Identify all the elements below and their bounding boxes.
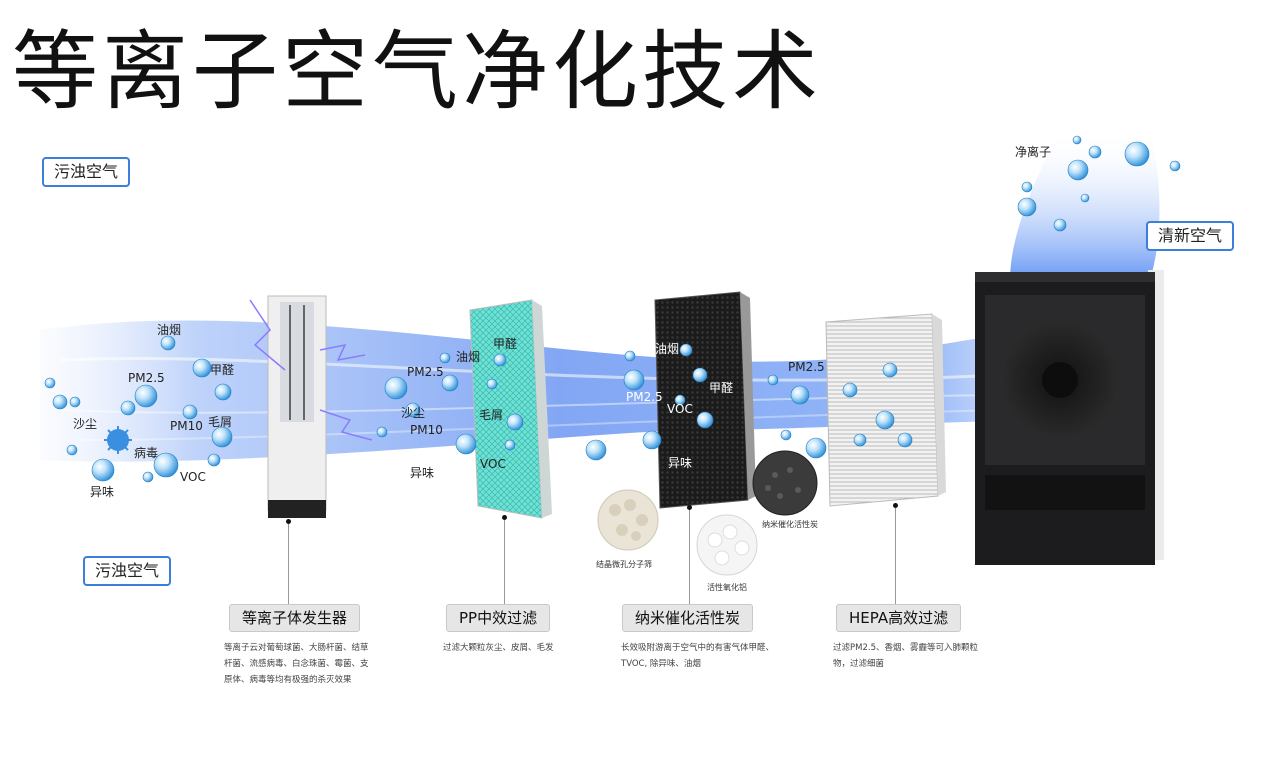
- connector-dot: [893, 503, 898, 508]
- pollutant-label: 异味: [410, 466, 435, 480]
- stage-desc-plasma: 等离子云对葡萄球菌、大肠杆菌、结草杆菌、流感病毒、白念珠菌、霉菌、支原体、病毒等…: [224, 643, 369, 685]
- carbon-filter-label: PM2.5: [626, 390, 663, 404]
- material-label: 活性氧化铝: [707, 583, 747, 592]
- pollutant-label: VOC: [180, 470, 206, 484]
- material-label: 结晶微孔分子筛: [596, 560, 652, 569]
- dirty-air-tag-bottom: 污浊空气: [83, 556, 172, 586]
- stage-desc-pp: 过滤大颗粒灰尘、皮屑、毛发: [443, 643, 554, 653]
- stage-desc-hepa: 过滤PM2.5、香烟、雾霾等可入肺颗粒物，过滤细菌: [833, 643, 978, 669]
- pollutant-label: 甲醛: [210, 363, 235, 377]
- pollutant-label: PM10: [410, 423, 443, 437]
- page-title: 等离子空气净化技术: [12, 22, 822, 122]
- material-label: 纳米催化活性炭: [762, 520, 818, 529]
- carbon-filter-label: VOC: [667, 402, 693, 416]
- connector-dot: [687, 505, 692, 510]
- pollutant-label: PM10: [170, 419, 203, 433]
- carbon-filter-label: 异味: [668, 456, 693, 470]
- stage-title-hepa: HEPA高效过滤: [836, 604, 962, 632]
- dirty-air-tag-top: 污浊空气: [42, 157, 131, 187]
- connector-dot: [502, 515, 507, 520]
- ion-label: 净离子: [1015, 145, 1052, 159]
- pollutant-label: 毛屑: [208, 415, 233, 429]
- pp-filter-label: VOC: [480, 457, 506, 471]
- pollutant-label: 沙尘: [401, 406, 426, 420]
- carbon-filter-label: 甲醛: [709, 381, 734, 395]
- pollutant-label: PM2.5: [407, 365, 444, 379]
- carbon-filter-label: 油烟: [655, 342, 680, 356]
- connector-line: [895, 508, 896, 604]
- pollutant-label: PM2.5: [128, 371, 165, 385]
- hepa-label: PM2.5: [788, 360, 825, 374]
- pollutant-label: 油烟: [456, 350, 481, 364]
- pp-filter-label: 毛屑: [479, 408, 504, 422]
- stage-desc-carbon: 长效吸附游离于空气中的有害气体甲醛、TVOC, 除异味、油烟: [621, 643, 775, 669]
- connector-line: [504, 520, 505, 604]
- connector-line: [689, 510, 690, 604]
- pp-filter-label: 甲醛: [493, 337, 518, 351]
- connector-dot: [286, 519, 291, 524]
- stage-title-carbon: 纳米催化活性炭: [622, 604, 754, 632]
- pollutant-label: 油烟: [157, 323, 182, 337]
- pollutant-label: 异味: [90, 485, 115, 499]
- stage-title-pp: PP中效过滤: [446, 604, 551, 632]
- pollutant-label: 沙尘: [73, 417, 98, 431]
- clean-air-tag: 清新空气: [1146, 221, 1235, 251]
- connector-line: [288, 524, 289, 604]
- stage-title-plasma: 等离子体发生器: [229, 604, 361, 632]
- pollutant-label: 病毒: [134, 446, 159, 460]
